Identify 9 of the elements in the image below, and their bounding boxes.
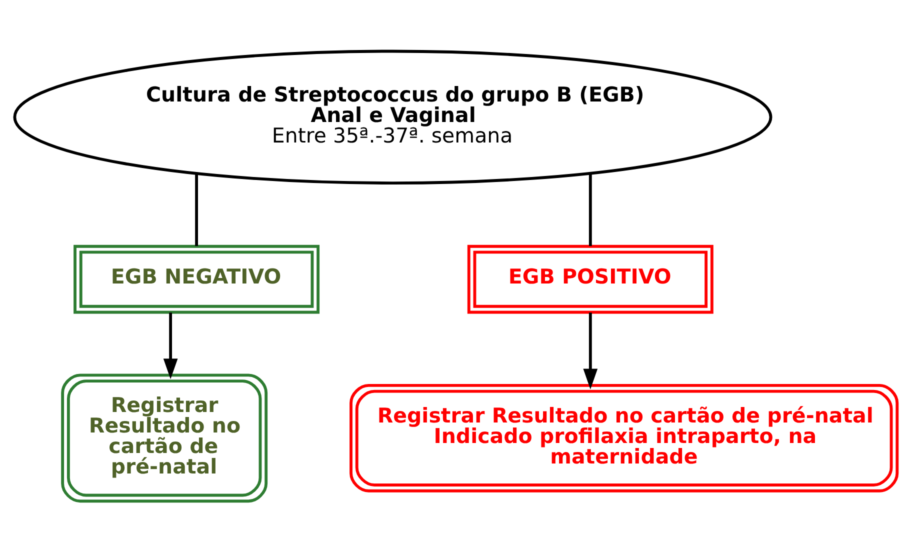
node-box: EGB POSITIVO — [466, 244, 713, 314]
node-ellipse: Cultura de Streptococcus do grupo B (EGB) Anal e Vaginal Entre 35ª.-37ª. semana — [12, 49, 772, 184]
node-box: Registrar Resultado no cartão de pré-natal — [60, 373, 268, 502]
connector — [588, 173, 592, 246]
node-box: Registrar Resultado no cartão de pré-natal Indicado profilaxia intraparto, na maternidade — [349, 384, 898, 492]
connector — [194, 173, 198, 246]
arrow — [162, 312, 178, 379]
arrow — [582, 312, 598, 389]
node-box: EGB NEGATIVO — [73, 244, 320, 314]
